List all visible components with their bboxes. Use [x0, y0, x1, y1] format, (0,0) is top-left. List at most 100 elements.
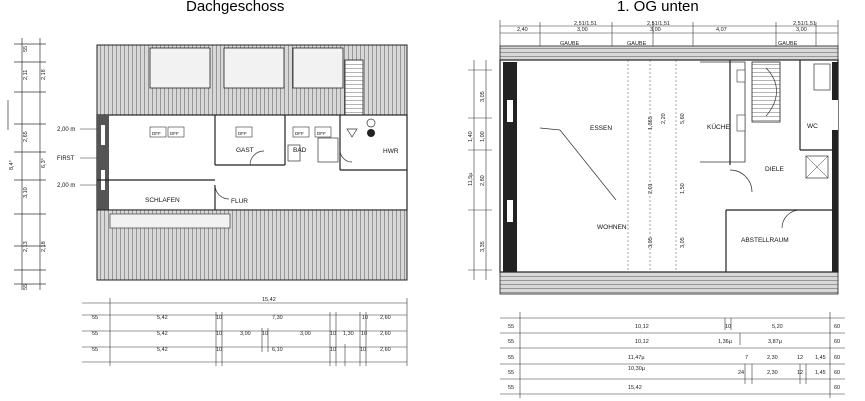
top-dim: 2,51/1,51 — [793, 21, 816, 27]
room-label-schlafen: SCHLAFEN — [145, 197, 180, 204]
roof-window-mark: DFF — [295, 131, 304, 136]
bottom-dim-r2: 10 — [330, 331, 336, 337]
left-rail-dim: 3,10 — [23, 187, 29, 198]
top-dim: 2,51/1,51 — [574, 21, 597, 27]
bottom-dim-r2: 10 — [216, 331, 222, 337]
rb-dim-r1: 60 — [834, 324, 840, 330]
top-dim: 3,00 — [796, 27, 807, 33]
left-rail-dims: 55 2,11 2,18 2,65 6,3° 8,4° 3,10 2,13 2,… — [9, 46, 47, 290]
bottom-dim-r3: 55 — [92, 347, 98, 353]
bottom-dim-r2: 1,30 — [343, 331, 354, 337]
top-dim: 3,00 — [577, 27, 588, 33]
rb-dim-r3: 11,47µ — [628, 355, 645, 361]
rb-dim-r4: 10,30µ — [628, 366, 646, 372]
bottom-dim-r1: 55 — [92, 315, 98, 321]
inner-dim: 3,05 — [648, 237, 654, 248]
bottom-dim-r3: 2,60 — [380, 347, 391, 353]
rb-dim-r4: 1,45 — [815, 370, 826, 376]
rb-dim-r1: 10 — [725, 324, 731, 330]
rb-dim-r2: 10,12 — [635, 339, 649, 345]
rb-dim-r1: 5,20 — [772, 324, 783, 330]
rb-dim-r1: 55 — [508, 324, 514, 330]
left-dimension-rail — [7, 38, 46, 290]
inner-dim: 1,365 — [648, 116, 654, 130]
bottom-dim-r2: 5,42 — [157, 331, 168, 337]
right-plan: 2,40 2,51/1,51 3,00 2,51/1,51 3,00 4,07 … — [468, 20, 845, 398]
rb-dim-r2: 3,87µ — [768, 339, 783, 345]
inner-dim: 1,50 — [680, 183, 686, 194]
room-label-hwr: HWR — [383, 148, 399, 155]
roof-window-mark: DFF — [152, 131, 161, 136]
right-rail-dim: 1,00 — [480, 131, 486, 142]
left-rail-dim: 2,18 — [41, 69, 47, 80]
bottom-dim-r1: 5,42 — [157, 315, 168, 321]
roof-windows — [149, 126, 332, 138]
bottom-dim-r2: 55 — [92, 331, 98, 337]
bottom-dim-r2: 10 — [361, 331, 367, 337]
rb-dim-r3: 60 — [834, 355, 840, 361]
left-rail-dim: 2,18 — [41, 241, 47, 252]
rb-dim-r4: 12 — [797, 370, 803, 376]
room-label-wohnen: WOHNEN — [597, 224, 627, 231]
left-rail-dim: 2,11 — [23, 70, 29, 80]
kitchen-counter — [700, 61, 746, 163]
rb-dim-r4: 60 — [834, 370, 840, 376]
height-marker-bottom: 2,00 m — [57, 183, 75, 189]
rb-dim-r3: 2,30 — [767, 355, 778, 361]
inner-dim: 5,60 — [680, 113, 686, 124]
rb-dim-r5: 15,42 — [628, 385, 642, 391]
bottom-dim-r2: 10 — [262, 331, 268, 337]
rb-dim-r2: 55 — [508, 339, 514, 345]
room-label-abstellraum: ABSTELLRAUM — [741, 237, 789, 244]
inner-dim: 2,01 — [648, 183, 654, 194]
rb-dim-r5: 60 — [834, 385, 840, 391]
left-rail-dim: 2,13 — [23, 241, 29, 252]
bottom-dim-r1: 7,30 — [272, 315, 283, 321]
rb-dim-r4: 2,30 — [767, 370, 778, 376]
room-label-wc: WC — [807, 123, 818, 130]
rb-dim-r3: 7 — [745, 355, 748, 361]
roof-top-band — [499, 45, 839, 61]
right-plan-title: 1. OG unten — [617, 0, 699, 15]
rb-dim-r2: 60 — [834, 339, 840, 345]
gaube-label: GAUBE — [778, 41, 798, 47]
right-rail-dim: 2,80 — [480, 175, 486, 186]
top-dim: 2,40 — [517, 27, 528, 33]
bottom-dim-r3: 10 — [216, 347, 222, 353]
rb-dim-r3: 12 — [797, 355, 803, 361]
toilet-fixture — [287, 144, 301, 162]
right-rail-dim: 11,5µ — [468, 172, 474, 186]
right-rail-dim: 1,40 — [468, 131, 474, 142]
bottom-dim-r3: 10 — [360, 347, 366, 353]
left-bottom-dims — [82, 298, 408, 366]
staircase — [751, 61, 781, 123]
gaube-label: GAUBE — [627, 41, 647, 47]
top-dim: 3,00 — [650, 27, 661, 33]
bathtub-fixture — [813, 63, 831, 91]
left-plan-title: Dachgeschoss — [186, 0, 285, 15]
inner-dim: 3,05 — [680, 237, 686, 248]
bottom-dim-r1: 10 — [362, 315, 368, 321]
inner-dim: 2,20 — [661, 113, 667, 124]
height-marker-top: 2,00 m — [57, 127, 75, 133]
roof-bottom-band — [499, 271, 839, 295]
bottom-dim-r2: 2,60 — [380, 331, 391, 337]
room-label-bad: BAD — [293, 147, 307, 154]
roof-window-mark: DFF — [238, 131, 247, 136]
bottom-dim-r3: 5,42 — [157, 347, 168, 353]
first-label: FIRST — [57, 156, 75, 162]
bottom-dim-r1: 2,60 — [380, 315, 391, 321]
left-rail-dim: 8,4° — [9, 160, 15, 170]
room-label-flur: FLUR — [231, 198, 248, 205]
roof-window-mark: DFF — [317, 131, 326, 136]
bottom-dim-r3: 6,10 — [272, 347, 283, 353]
rb-dim-r1: 10,12 — [635, 324, 649, 330]
top-dim: 4,07 — [716, 27, 727, 33]
floor-outline — [499, 59, 839, 273]
total-width-dim: 15,42 — [262, 297, 276, 303]
room-label-diele: DIELE — [765, 166, 784, 173]
rb-dim-r3: 55 — [508, 355, 514, 361]
rb-dim-r5: 55 — [508, 385, 514, 391]
left-plan: 55 2,11 2,18 2,65 6,3° 8,4° 3,10 2,13 2,… — [7, 38, 408, 366]
